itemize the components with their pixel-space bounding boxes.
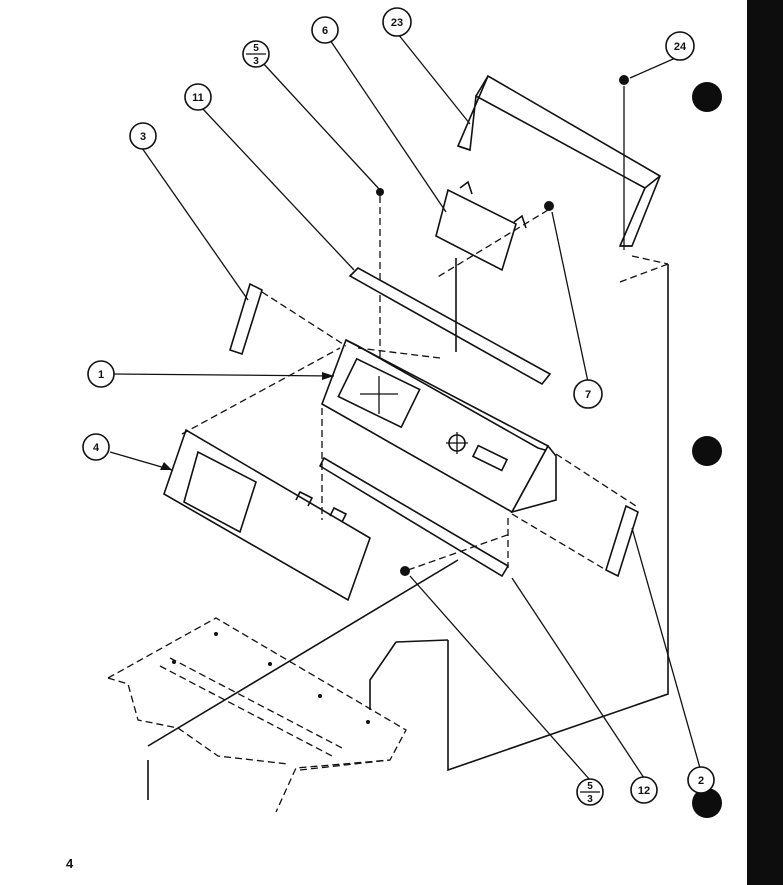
callout-7: 7: [573, 379, 603, 409]
callout-11: 11: [184, 83, 212, 111]
part-4-overlay: [163, 428, 371, 602]
svg-text:12: 12: [638, 785, 650, 797]
part-5-3-screw-bottom: [400, 566, 410, 576]
callout-23: 23: [382, 7, 412, 37]
svg-text:24: 24: [674, 41, 687, 53]
svg-text:7: 7: [585, 389, 591, 401]
part-23-rear-bracket: [456, 74, 661, 247]
svg-text:2: 2: [698, 775, 704, 787]
part-2-end-cap: [605, 504, 639, 578]
leader-lines: [109, 33, 701, 781]
assembly-dash-lines: [181, 209, 669, 571]
svg-text:11: 11: [192, 92, 204, 104]
callout-2: 2: [687, 766, 715, 794]
callout-4: 4: [82, 433, 110, 461]
base-tray: [107, 617, 407, 813]
binder-edge: [747, 0, 783, 885]
callout-24: 24: [665, 31, 695, 61]
svg-text:6: 6: [322, 25, 328, 37]
callout-3: 3: [129, 122, 157, 150]
frame-lines: [147, 258, 669, 800]
punch-hole-top: [692, 82, 722, 112]
callout-fraction-bottom: 5 3: [576, 778, 604, 806]
svg-text:1: 1: [98, 369, 104, 381]
svg-text:4: 4: [93, 442, 100, 454]
callout-6: 6: [311, 16, 339, 44]
part-24-screw: [619, 75, 629, 250]
part-1-control-panel: [321, 338, 557, 514]
svg-text:5: 5: [253, 43, 259, 54]
part-5-3-screw-top: [376, 188, 384, 358]
svg-text:3: 3: [587, 794, 593, 805]
svg-text:3: 3: [140, 131, 146, 143]
part-11-strip: [348, 267, 552, 386]
svg-text:5: 5: [587, 781, 593, 792]
callout-12: 12: [630, 776, 658, 804]
part-6-bracket: [435, 180, 527, 272]
page-number: 4: [66, 856, 74, 871]
part-3-end-cap: [229, 282, 263, 356]
svg-text:23: 23: [391, 17, 403, 29]
callout-fraction-top: 5 3: [242, 40, 270, 68]
callout-1: 1: [87, 360, 115, 388]
svg-text:3: 3: [253, 56, 259, 67]
part-7-nut: [544, 201, 554, 211]
punch-hole-middle: [692, 436, 722, 466]
